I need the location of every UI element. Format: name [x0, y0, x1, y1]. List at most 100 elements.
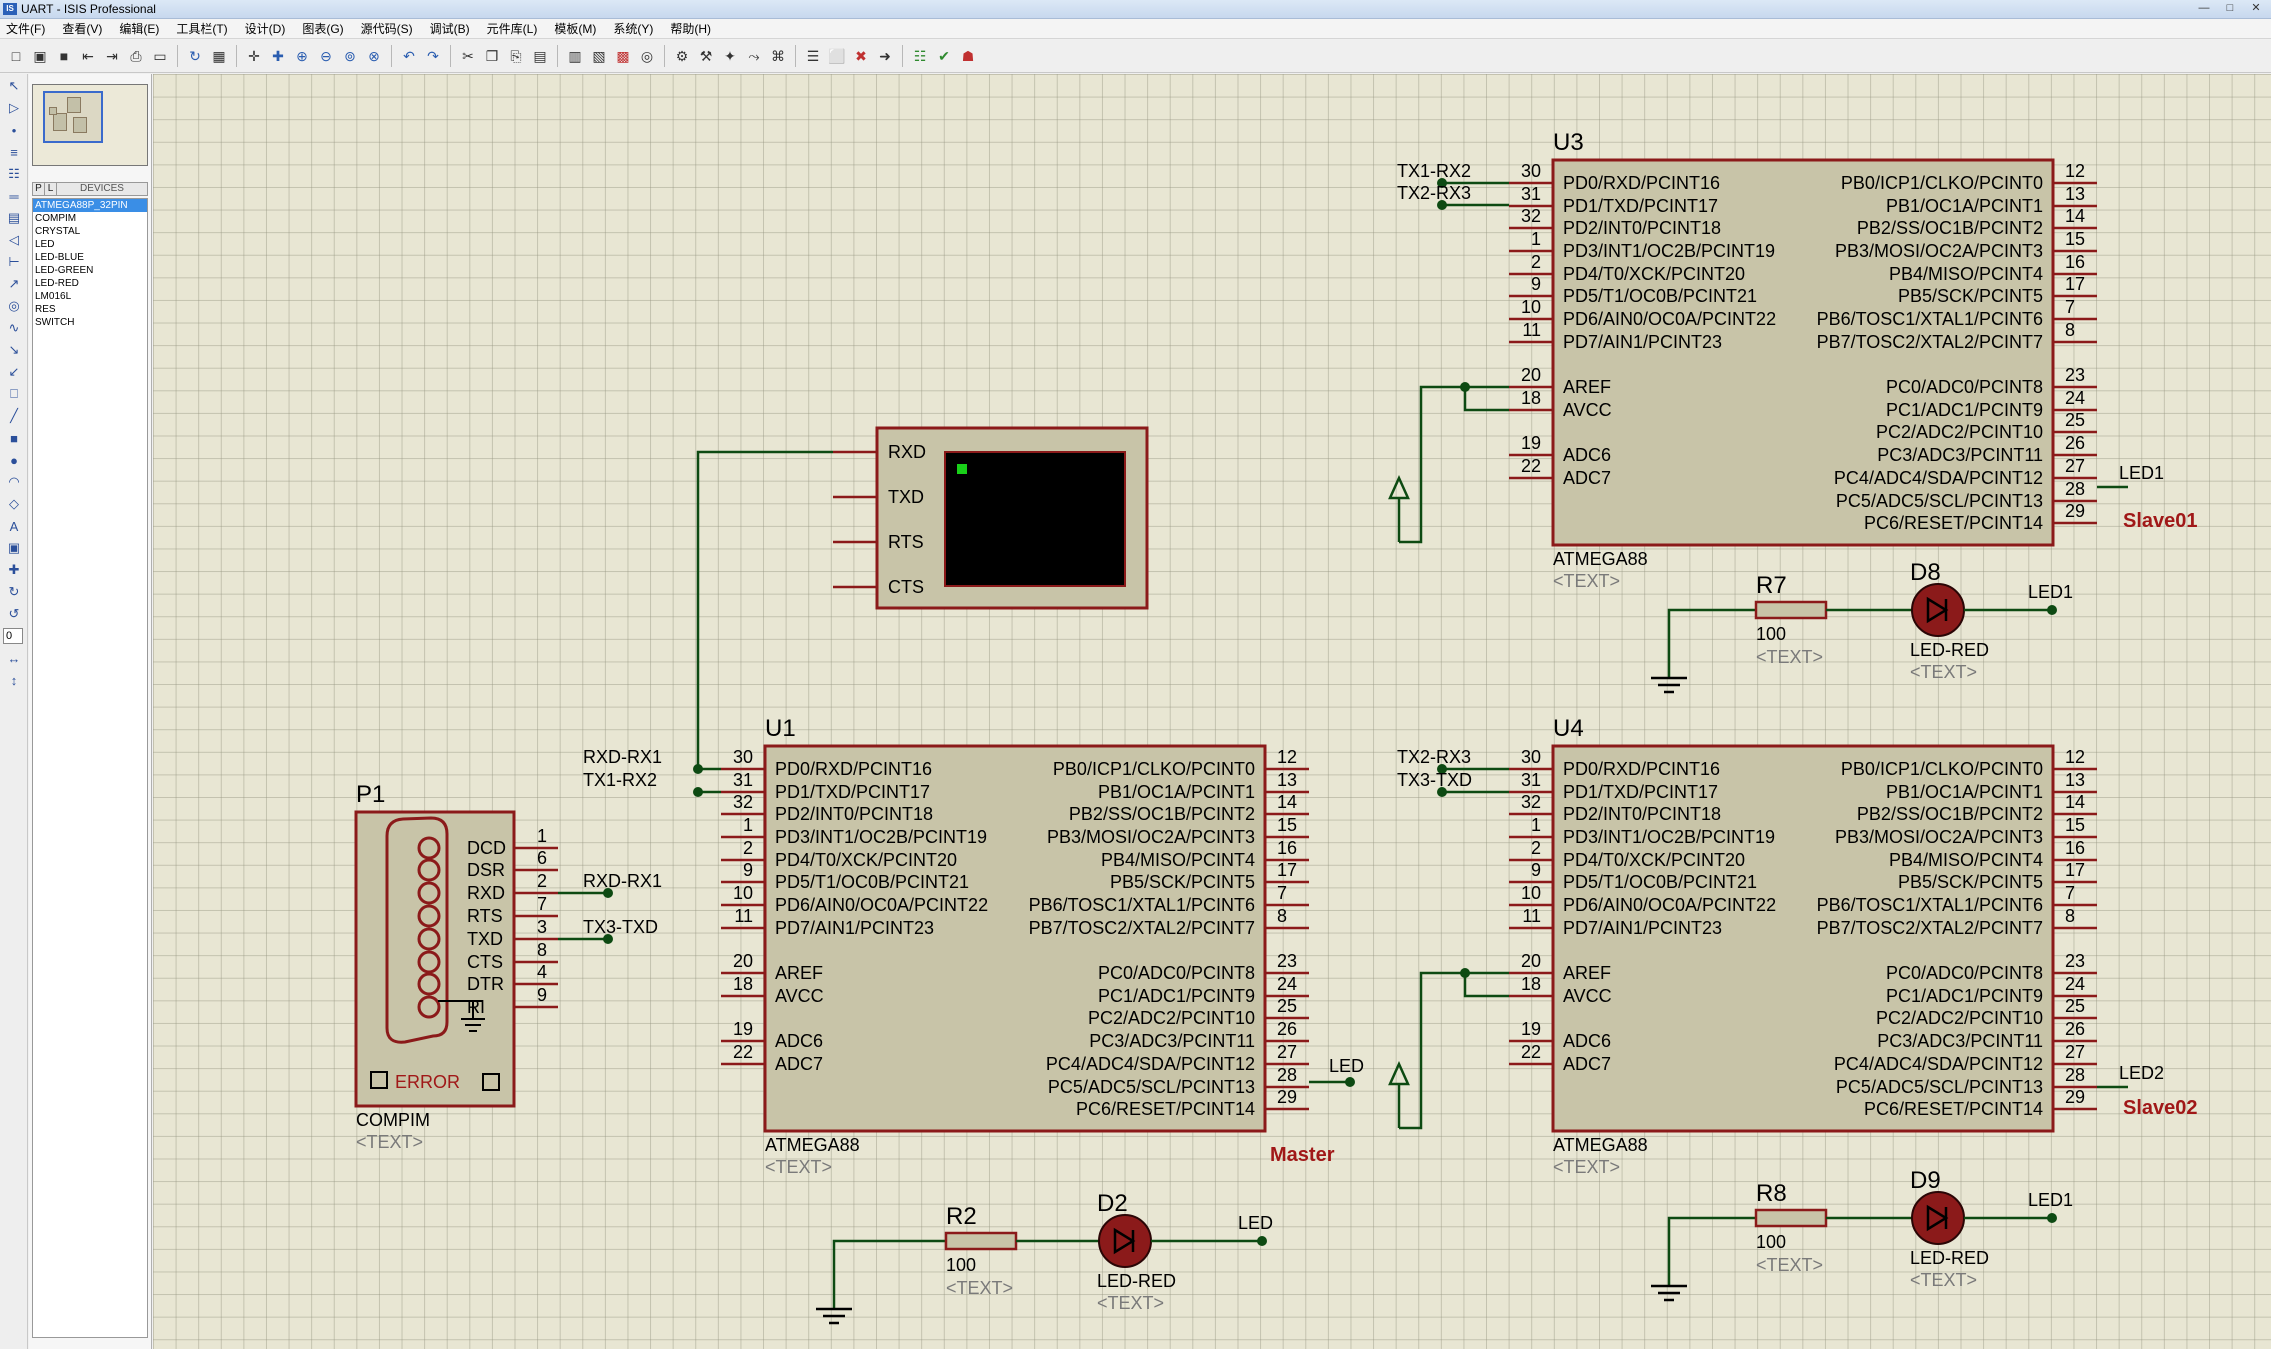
device-item[interactable]: LED-GREEN: [35, 265, 94, 276]
block-move-icon[interactable]: ▥: [568, 47, 582, 64]
pin-name: PD6/AIN0/OC0A/PCINT22: [1563, 895, 1776, 915]
bus-icon[interactable]: ═: [9, 188, 19, 204]
maximize-icon[interactable]: □: [2226, 2, 2234, 14]
wire-autorouter-icon[interactable]: ⤳: [748, 47, 760, 64]
tape-icon[interactable]: ◎: [8, 298, 20, 313]
menu-item-2[interactable]: 编辑(E): [119, 22, 160, 36]
text-script-icon[interactable]: ☷: [8, 166, 20, 181]
overview-viewport[interactable]: [43, 91, 103, 143]
selection-icon[interactable]: ↖: [8, 78, 20, 93]
copy-icon[interactable]: ❐: [485, 47, 499, 64]
menu-item-4[interactable]: 设计(D): [244, 22, 286, 36]
zoom-in-icon[interactable]: ⊕: [296, 47, 308, 64]
redo-icon[interactable]: ↷: [427, 47, 439, 64]
menu-item-11[interactable]: 帮助(H): [670, 22, 711, 36]
minimize-icon[interactable]: —: [2198, 2, 2210, 14]
circle-icon[interactable]: ●: [10, 452, 18, 468]
zoom-out-icon[interactable]: ⊖: [320, 47, 332, 64]
export-icon[interactable]: ⇥: [106, 47, 118, 64]
search-icon[interactable]: ⌘: [771, 47, 785, 64]
text-icon[interactable]: A: [9, 518, 19, 534]
component-icon[interactable]: ▷: [9, 100, 19, 115]
make-device-icon[interactable]: ⚙: [675, 47, 689, 64]
paste-icon[interactable]: ⎘: [510, 47, 522, 64]
path-icon[interactable]: ◇: [9, 496, 19, 511]
cut-icon[interactable]: ✂: [462, 47, 474, 64]
pick-icon[interactable]: ◎: [640, 47, 654, 64]
flip-v-icon[interactable]: ↕: [10, 672, 18, 688]
rotate-ccw-icon[interactable]: ↺: [8, 606, 20, 621]
erc-icon[interactable]: ✔: [938, 47, 950, 64]
new-icon[interactable]: □: [11, 48, 21, 64]
compim-pin-number: 6: [537, 848, 547, 868]
device-item[interactable]: CRYSTAL: [35, 226, 81, 237]
line-icon[interactable]: ╱: [10, 408, 18, 423]
flip-h-icon[interactable]: ↔: [7, 650, 21, 666]
menu-item-5[interactable]: 图表(G): [302, 22, 344, 36]
menu-item-7[interactable]: 调试(B): [429, 22, 470, 36]
arc-icon[interactable]: ◠: [8, 474, 20, 489]
new-sheet-icon[interactable]: ⬜: [828, 47, 846, 64]
decompose-icon[interactable]: ✦: [724, 47, 736, 64]
origin-icon[interactable]: ✛: [248, 47, 260, 64]
device-item[interactable]: SWITCH: [35, 317, 75, 328]
marker-icon[interactable]: ✚: [8, 562, 20, 577]
device-item[interactable]: LED-RED: [35, 278, 79, 289]
property-assign-icon[interactable]: ☰: [806, 47, 820, 64]
generator-icon[interactable]: ∿: [8, 320, 20, 335]
packaging-icon[interactable]: ⚒: [699, 47, 713, 64]
grid-icon[interactable]: ▦: [212, 47, 226, 64]
print-icon[interactable]: ⎙: [130, 47, 142, 64]
import-icon[interactable]: ⇤: [82, 47, 94, 64]
block-copy-icon[interactable]: ▤: [533, 47, 547, 64]
rotate-cw-icon[interactable]: ↻: [8, 584, 20, 599]
remove-sheet-icon[interactable]: ✖: [855, 47, 867, 64]
menu-item-0[interactable]: 文件(F): [6, 22, 46, 36]
menu-item-6[interactable]: 源代码(S): [360, 22, 413, 36]
undo-icon[interactable]: ↶: [403, 47, 415, 64]
area-icon[interactable]: ▭: [153, 47, 167, 64]
zoom-all-icon[interactable]: ⊚: [344, 47, 356, 64]
bom-icon[interactable]: ☷: [913, 47, 927, 64]
box-icon[interactable]: ■: [10, 430, 18, 446]
menu-item-3[interactable]: 工具栏(T): [176, 22, 228, 36]
device-item[interactable]: ATMEGA88P_32PIN: [33, 199, 147, 212]
virtual-instrument-icon[interactable]: ⎕: [10, 386, 18, 401]
wire-label-icon[interactable]: ≡: [10, 144, 18, 160]
voltage-probe-icon[interactable]: ↘: [8, 342, 20, 357]
netlist-icon[interactable]: ☗: [961, 47, 975, 64]
block-rotate-icon[interactable]: ▧: [592, 47, 606, 64]
junction-icon[interactable]: •: [11, 122, 17, 138]
menu-item-10[interactable]: 系统(Y): [613, 22, 654, 36]
subcircuit-icon[interactable]: ▤: [7, 210, 21, 225]
overview-window[interactable]: [32, 84, 148, 166]
device-item[interactable]: RES: [35, 304, 56, 315]
device-item[interactable]: LED: [35, 239, 55, 250]
device-pins-icon[interactable]: ⊢: [8, 254, 20, 269]
menu-item-1[interactable]: 查看(V): [62, 22, 103, 36]
pan-icon[interactable]: ✚: [272, 47, 284, 64]
current-probe-icon[interactable]: ↙: [8, 364, 20, 379]
symbol-icon[interactable]: ▣: [7, 540, 21, 555]
goto-sheet-icon[interactable]: ➜: [879, 47, 891, 64]
zoom-area-icon[interactable]: ⊗: [368, 47, 380, 64]
rotation-angle-field[interactable]: [3, 628, 23, 644]
device-item[interactable]: LM016L: [35, 291, 72, 302]
device-item[interactable]: LED-BLUE: [35, 252, 84, 263]
refresh-icon[interactable]: ↻: [189, 47, 201, 64]
library-manager-button[interactable]: L: [45, 183, 57, 195]
menu-item-8[interactable]: 元件库(L): [486, 22, 538, 36]
graph-icon[interactable]: ↗: [8, 276, 20, 291]
terminals-icon[interactable]: ◁: [9, 232, 19, 247]
block-delete-icon[interactable]: ▩: [616, 47, 630, 64]
open-icon[interactable]: ▣: [33, 47, 47, 64]
device-item[interactable]: COMPIM: [35, 213, 77, 224]
pick-devices-button[interactable]: P: [33, 183, 45, 195]
save-icon[interactable]: ■: [59, 48, 69, 64]
pin-number: 7: [2065, 297, 2075, 317]
menu-item-9[interactable]: 模板(M): [554, 22, 597, 36]
close-icon[interactable]: ✕: [2251, 2, 2261, 14]
pin-name: PC0/ADC0/PCINT8: [1886, 963, 2043, 983]
